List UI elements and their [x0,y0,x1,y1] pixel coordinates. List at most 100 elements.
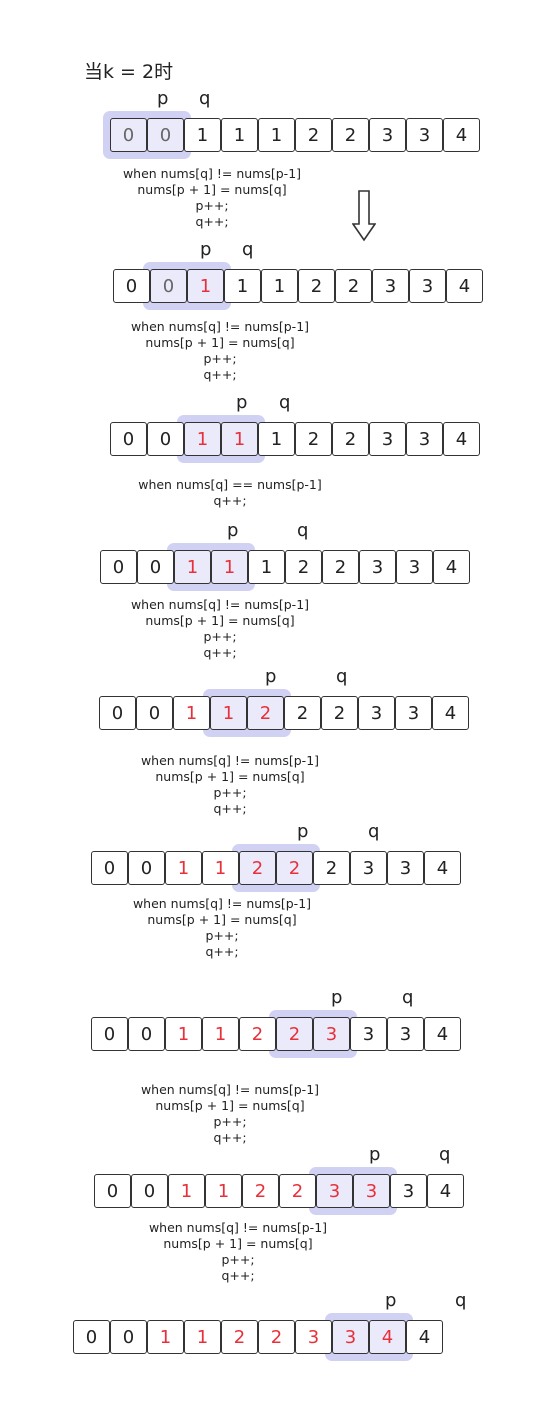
pointer-q-label: q [455,1290,467,1311]
pointer-p-label: p [385,1290,397,1311]
array-cell: 1 [258,422,295,456]
array-cell: 0 [94,1174,131,1208]
array-cell: 3 [359,550,396,584]
pointer-p-label: p [227,520,239,541]
array-cell: 1 [174,550,211,584]
condition-text: when nums[q] != nums[p-1]nums[p + 1] = n… [120,753,340,817]
condition-line: nums[p + 1] = nums[q] [145,335,295,350]
condition-line: when nums[q] != nums[p-1] [130,319,310,334]
pointer-q-label: q [297,520,309,541]
pointer-q-label: q [402,987,414,1008]
array-cell: 0 [91,851,128,885]
array-cell: 3 [396,550,433,584]
array-cell: 3 [372,269,409,303]
array-cell: 1 [202,1017,239,1051]
array-cell: 4 [446,269,483,303]
array-cell: 3 [406,422,443,456]
condition-line: nums[p + 1] = nums[q] [147,912,297,927]
condition-text: when nums[q] != nums[p-1]nums[p + 1] = n… [120,1082,340,1146]
array-cell: 3 [332,1320,369,1354]
array-cell: 0 [147,422,184,456]
array-cell: 0 [110,1320,147,1354]
array-cell: 2 [276,1017,313,1051]
array-cell: 3 [387,851,424,885]
condition-line: q++; [195,214,229,229]
array-cell: 1 [184,422,221,456]
array-cell: 1 [202,851,239,885]
pointer-p-label: p [331,987,343,1008]
array-cell: 1 [261,269,298,303]
array-cell: 4 [432,696,469,730]
array-cell: 3 [395,696,432,730]
array-cell: 3 [390,1174,427,1208]
array-cell: 4 [433,550,470,584]
condition-line: q++; [203,645,237,660]
diagram-title: 当k = 2时 [84,61,174,83]
array-cell: 2 [239,851,276,885]
array-cell: 4 [424,851,461,885]
array-cell: 0 [91,1017,128,1051]
array-cell: 1 [224,269,261,303]
array-cell: 2 [332,118,369,152]
condition-line: p++; [195,198,229,213]
array-cell: 3 [350,851,387,885]
array-cell: 2 [285,550,322,584]
condition-line: when nums[q] != nums[p-1] [130,597,310,612]
down-arrow-icon [352,190,376,242]
array-cell: 3 [313,1017,350,1051]
pointer-q-label: q [242,239,254,260]
array-cell: 0 [150,269,187,303]
array-cell: 0 [110,422,147,456]
condition-line: p++; [205,928,239,943]
pointer-p-label: p [297,821,309,842]
pointer-q-label: q [199,88,211,109]
array-cell: 1 [184,1320,221,1354]
array-cell: 4 [424,1017,461,1051]
pointer-q-label: q [439,1144,451,1165]
pointer-p-label: p [157,88,169,109]
condition-line: when nums[q] != nums[p-1] [132,896,312,911]
array-cell: 3 [369,422,406,456]
array-cell: 3 [406,118,443,152]
condition-text: when nums[q] != nums[p-1]nums[p + 1] = n… [110,597,330,661]
array-cell: 0 [73,1320,110,1354]
condition-text: when nums[q] != nums[p-1]nums[p + 1] = n… [102,166,322,230]
array-cell: 3 [295,1320,332,1354]
array-cell: 2 [258,1320,295,1354]
array-cell: 1 [173,696,210,730]
array-cell: 3 [316,1174,353,1208]
condition-text: when nums[q] == nums[p-1]q++; [120,477,340,509]
array-cell: 0 [100,550,137,584]
array-cell: 2 [322,550,359,584]
condition-text: when nums[q] != nums[p-1]nums[p + 1] = n… [110,319,330,383]
array-cell: 0 [131,1174,168,1208]
array-cell: 4 [443,118,480,152]
pointer-p-label: p [369,1144,381,1165]
array-cell: 2 [221,1320,258,1354]
pointer-q-label: q [368,821,380,842]
array-cell: 3 [369,118,406,152]
array-cell: 1 [210,696,247,730]
array-cell: 1 [211,550,248,584]
array-cell: 2 [276,851,313,885]
pointer-p-label: p [236,392,248,413]
array-cell: 2 [313,851,350,885]
array-cell: 0 [128,1017,165,1051]
array-cell: 2 [321,696,358,730]
condition-line: q++; [213,1130,247,1145]
condition-line: nums[p + 1] = nums[q] [155,1098,305,1113]
condition-line: nums[p + 1] = nums[q] [155,769,305,784]
array-cell: 1 [168,1174,205,1208]
array-cell: 1 [187,269,224,303]
array-cell: 1 [221,118,258,152]
array-cell: 0 [113,269,150,303]
pointer-p-label: p [265,666,277,687]
condition-line: p++; [221,1252,255,1267]
array-cell: 4 [443,422,480,456]
array-cell: 3 [409,269,446,303]
condition-line: nums[p + 1] = nums[q] [145,613,295,628]
array-cell: 1 [221,422,258,456]
condition-line: nums[p + 1] = nums[q] [163,1236,313,1251]
array-cell: 0 [136,696,173,730]
array-cell: 4 [406,1320,443,1354]
